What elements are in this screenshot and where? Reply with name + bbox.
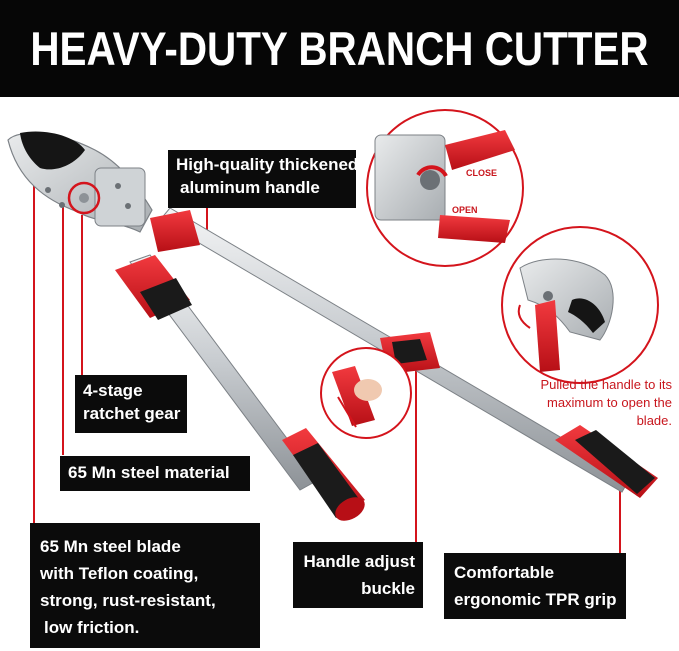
banner-title: HEAVY-DUTY BRANCH CUTTER — [30, 22, 649, 75]
inset-close-open: CLOSE OPEN — [366, 109, 524, 267]
inset-caption: Pulled the handle to its maximum to open… — [540, 377, 672, 428]
upper-handle — [150, 207, 658, 498]
open-text: OPEN — [452, 205, 478, 215]
close-text: CLOSE — [466, 168, 497, 178]
callout-lines — [33, 160, 621, 553]
label-steel-material: 65 Mn steel material — [60, 456, 250, 491]
product-illustration: CLOSE OPEN — [7, 109, 659, 553]
lower-handle — [115, 254, 365, 521]
inset-hand — [320, 347, 412, 439]
label-steel-blade: 65 Mn steel blade with Teflon coating, s… — [30, 523, 260, 648]
label-handle-buckle: Handle adjust buckle — [293, 542, 423, 608]
cutter-head — [7, 131, 153, 233]
label-ratchet-gear: 4-stage ratchet gear — [75, 375, 187, 433]
label-tpr-grip: Comfortable ergonomic TPR grip — [444, 553, 626, 619]
title-banner: HEAVY-DUTY BRANCH CUTTER — [0, 0, 679, 97]
label-aluminum-handle: High-quality thickened aluminum handle — [168, 150, 358, 208]
inset-max-open — [501, 226, 659, 384]
